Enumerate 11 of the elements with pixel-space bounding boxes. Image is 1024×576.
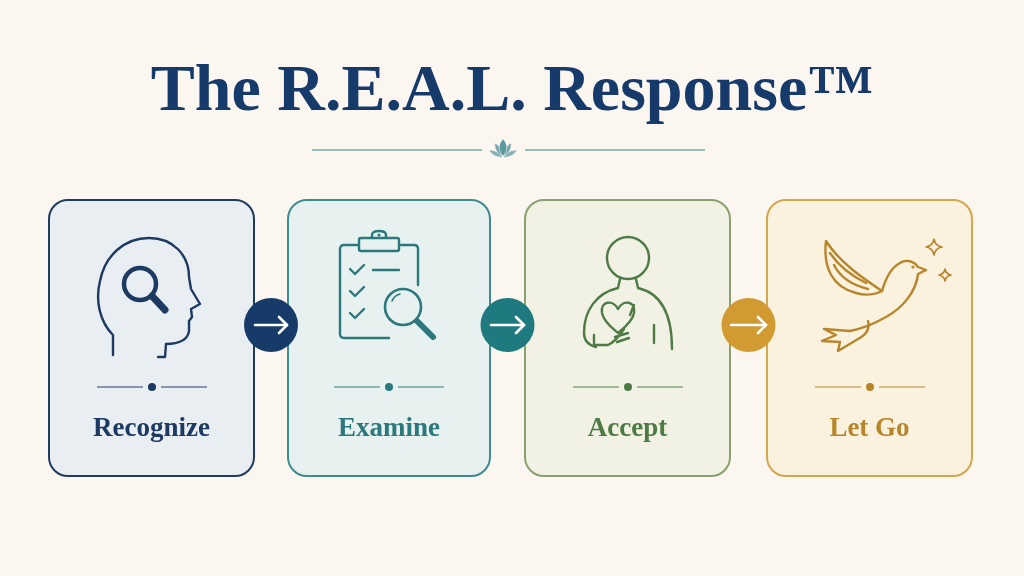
arrow <box>253 315 289 335</box>
step-label: Let Go <box>829 411 910 444</box>
step-card <box>287 199 491 477</box>
step-card <box>48 199 255 477</box>
arrow <box>729 315 768 335</box>
step-card <box>766 199 973 477</box>
step-label: Recognize <box>93 411 210 444</box>
step-label: Examine <box>338 411 440 444</box>
step-label: Accept <box>587 411 668 444</box>
arrow <box>489 315 526 335</box>
step-card <box>524 199 731 477</box>
